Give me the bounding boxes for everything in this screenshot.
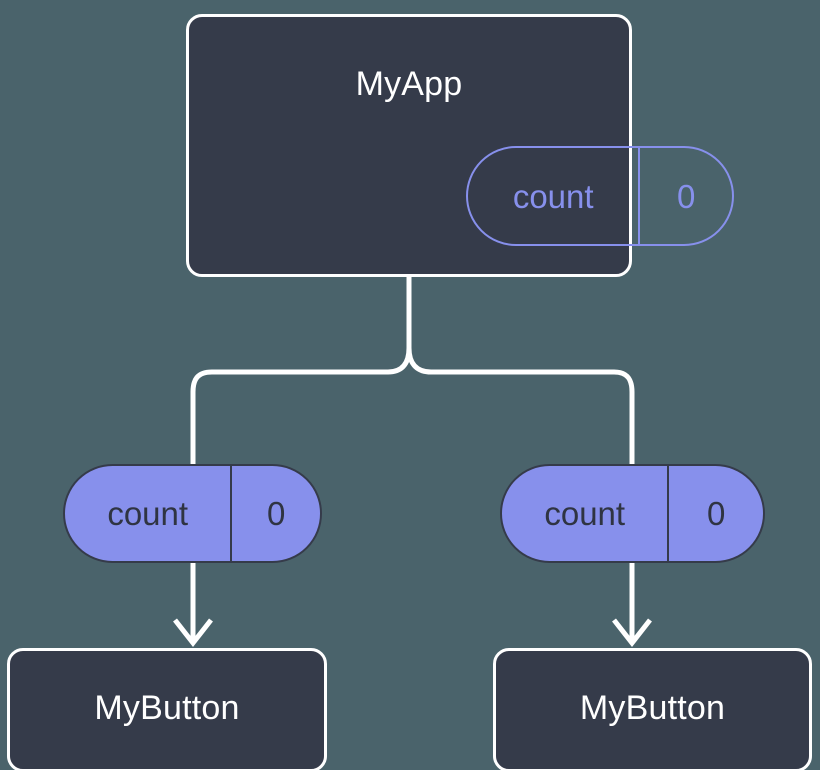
arrow-head-left (173, 618, 213, 648)
prop-pill-left-count[interactable]: count 0 (63, 464, 322, 563)
prop-pill-value: 0 (707, 495, 726, 532)
state-pill-value: 0 (677, 177, 696, 215)
state-pill-key: count (468, 148, 641, 244)
component-box-mybutton-left[interactable]: MyButton (7, 648, 327, 770)
prop-pill-right-count[interactable]: count 0 (500, 464, 765, 563)
state-pill-myapp-count[interactable]: count 0 (466, 146, 734, 246)
prop-pill-value: 0 (267, 495, 286, 532)
component-box-mybutton-right[interactable]: MyButton (493, 648, 812, 770)
connector-split-left (190, 347, 412, 470)
component-label-mybutton-left: MyButton (94, 689, 240, 727)
connector-split-right (406, 347, 635, 470)
arrow-head-right (612, 618, 652, 648)
prop-pill-key: count (502, 466, 670, 561)
component-box-myapp[interactable]: MyApp count 0 (186, 14, 734, 277)
component-label-mybutton-right: MyButton (579, 689, 726, 727)
prop-pill-key: count (65, 466, 233, 561)
component-label-myapp: MyApp (355, 65, 463, 103)
